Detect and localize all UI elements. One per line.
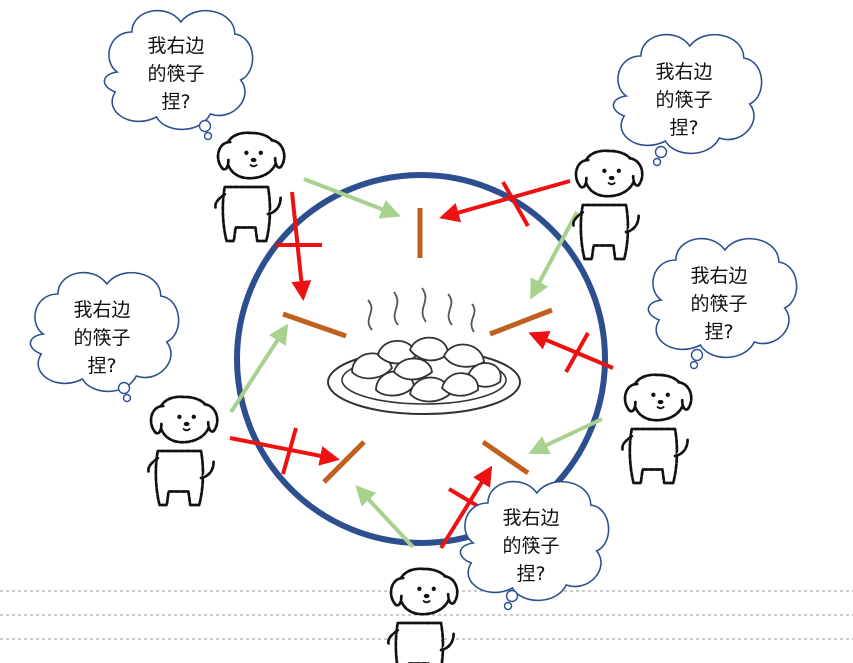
chopstick-icon: [481, 439, 530, 476]
green-arrow: [530, 211, 579, 300]
bubble-line: 捏?: [161, 91, 190, 113]
red-arrow: [229, 436, 340, 466]
allowed-arrows: [229, 177, 603, 549]
bubble-line: 的筷子: [690, 293, 747, 315]
blocked-arrows: [229, 179, 614, 550]
table-circle: [234, 172, 608, 546]
bubble-line: 捏?: [87, 355, 116, 377]
green-arrow: [355, 485, 415, 549]
steam-icon: [367, 287, 476, 333]
dog-icon: [620, 373, 693, 485]
chopstick-icon: [282, 311, 347, 339]
thought-bubble-middle-left: 我右边 的筷子 捏?: [29, 271, 180, 403]
bubble-line: 的筷子: [655, 89, 712, 111]
bubble-line: 的筷子: [73, 327, 130, 349]
thought-bubble-top-left: 我右边 的筷子 捏?: [103, 9, 254, 141]
green-arrow: [229, 323, 289, 414]
green-arrow: [303, 177, 401, 219]
bubble-line: 我右边: [655, 61, 712, 83]
blocked-cross-marks: [275, 181, 590, 516]
thought-bubble-bottom: 我右边 的筷子 捏?: [459, 480, 610, 611]
chopstick-icon: [322, 440, 366, 484]
bubble-line: 我右边: [502, 507, 559, 529]
bubble-line: 的筷子: [502, 535, 559, 557]
dog-icon: [571, 149, 644, 261]
bubble-line: 捏?: [516, 563, 545, 585]
dumpling-plate-icon: [327, 287, 521, 415]
dog-icon: [386, 567, 459, 663]
bubble-line: 我右边: [73, 299, 130, 321]
green-arrow: [528, 417, 603, 455]
red-arrow: [528, 330, 614, 370]
bubble-line: 我右边: [690, 265, 747, 287]
thought-bubble-middle-right: 我右边 的筷子 捏?: [647, 237, 798, 370]
red-arrow: [439, 465, 493, 550]
bubble-line: 捏?: [704, 321, 733, 343]
red-arrow: [439, 179, 571, 223]
chopsticks: [282, 208, 553, 484]
thought-bubble-top-right: 我右边 的筷子 捏?: [612, 33, 763, 167]
bubble-line: 捏?: [669, 117, 698, 139]
dog-icon: [213, 131, 286, 243]
bubble-line: 的筷子: [147, 63, 204, 85]
dog-icon: [146, 395, 219, 507]
chopstick-icon: [489, 307, 553, 337]
bubble-line: 我右边: [147, 35, 204, 57]
